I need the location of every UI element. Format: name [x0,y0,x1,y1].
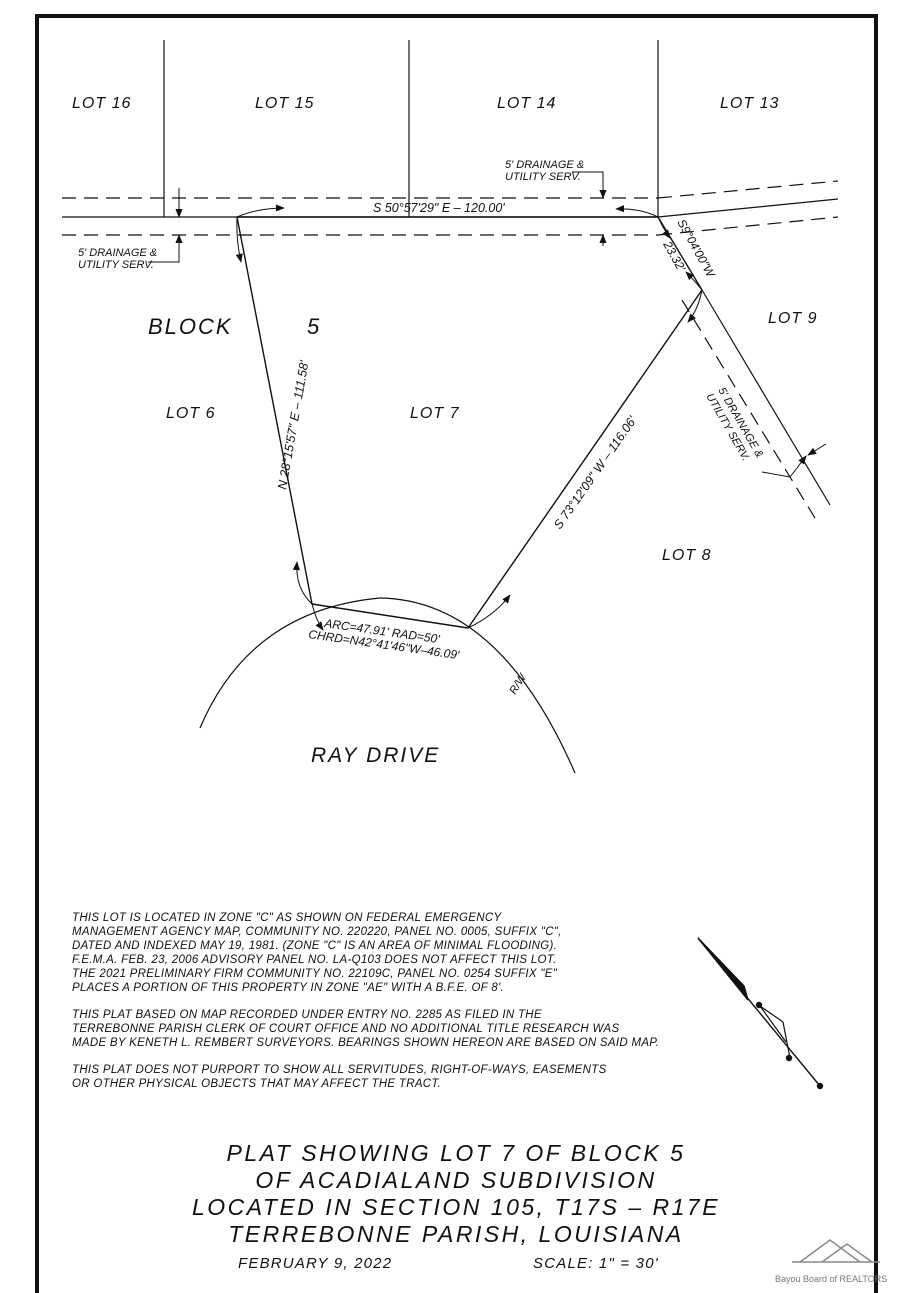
note-1-line-6: PLACES A PORTION OF THIS PROPERTY IN ZON… [72,982,504,994]
lot16-label: LOT 16 [72,95,131,112]
house-logo-icon [792,1239,880,1263]
east-boundary [681,289,831,519]
lot8-label: LOT 8 [662,547,711,564]
north-line-bearing: S 50°57'29" E – 120.00' [373,201,505,215]
title-line-3: LOCATED IN SECTION 105, T17S – R17E [192,1194,720,1220]
north-arrow-icon [697,937,824,1090]
plat-date: FEBRUARY 9, 2022 [238,1255,392,1272]
note-2-line-3: MADE BY KENETH L. REMBERT SURVEYORS. BEA… [72,1037,659,1049]
lot-dividers [163,40,659,217]
short-east-distance: 23.32' [660,238,689,275]
servitude-callouts [148,171,827,478]
servitude-left-line2: UTILITY SERV. [78,259,154,271]
title-line-2: OF ACADIALAND SUBDIVISION [255,1167,656,1193]
note-1-line-2: MANAGEMENT AGENCY MAP, COMMUNITY NO. 220… [72,926,562,938]
sheet-border [35,14,878,1293]
west-line-bearing: N 28°15'57" E – 111.58' [275,359,312,491]
servitude-top-line2: UTILITY SERV. [505,171,581,183]
lot6-label: LOT 6 [166,405,215,422]
watermark-text: Bayou Board of REALTORS [775,1274,887,1284]
southeast-line-bearing: S 73°12'09" W – 116.06' [551,413,640,531]
note-3-line-1: THIS PLAT DOES NOT PURPORT TO SHOW ALL S… [72,1064,607,1076]
lot9-label: LOT 9 [768,310,817,327]
bearing-arrows [235,204,703,631]
lot7-label: LOT 7 [410,405,460,422]
lot14-label: LOT 14 [497,95,556,112]
note-3-line-2: OR OTHER PHYSICAL OBJECTS THAT MAY AFFEC… [72,1078,441,1090]
plat-scale: SCALE: 1" = 30' [533,1255,659,1272]
block-label: BLOCK [148,314,233,339]
servitude-left-line1: 5' DRAINAGE & [78,247,157,259]
rw-label: R/W [507,671,529,697]
servitude-top-line1: 5' DRAINAGE & [505,159,584,171]
note-2-line-1: THIS PLAT BASED ON MAP RECORDED UNDER EN… [72,1009,542,1021]
note-1-line-3: DATED AND INDEXED MAY 19, 1981. (ZONE "C… [72,940,557,952]
lot13-label: LOT 13 [720,95,779,112]
lot7-boundary [236,216,703,629]
lot15-label: LOT 15 [255,95,314,112]
street-name: RAY DRIVE [311,744,440,767]
title-line-4: TERREBONNE PARISH, LOUISIANA [228,1221,684,1247]
note-2-line-2: TERREBONNE PARISH CLERK OF COURT OFFICE … [72,1023,619,1035]
note-1-line-1: THIS LOT IS LOCATED IN ZONE "C" AS SHOWN… [72,912,502,924]
title-line-1: PLAT SHOWING LOT 7 OF BLOCK 5 [227,1140,686,1166]
notes-block: THIS LOT IS LOCATED IN ZONE "C" AS SHOWN… [72,912,659,1090]
note-1-line-4: F.E.M.A. FEB. 23, 2006 ADVISORY PANEL NO… [72,954,557,966]
title-block: PLAT SHOWING LOT 7 OF BLOCK 5 OF ACADIAL… [192,1140,720,1272]
short-east-bearing: S9°04'00"W [674,217,718,281]
cul-de-sac-arc [199,597,576,774]
note-1-line-5: THE 2021 PRELIMINARY FIRM COMMUNITY NO. … [72,968,558,980]
block-number: 5 [307,314,320,339]
